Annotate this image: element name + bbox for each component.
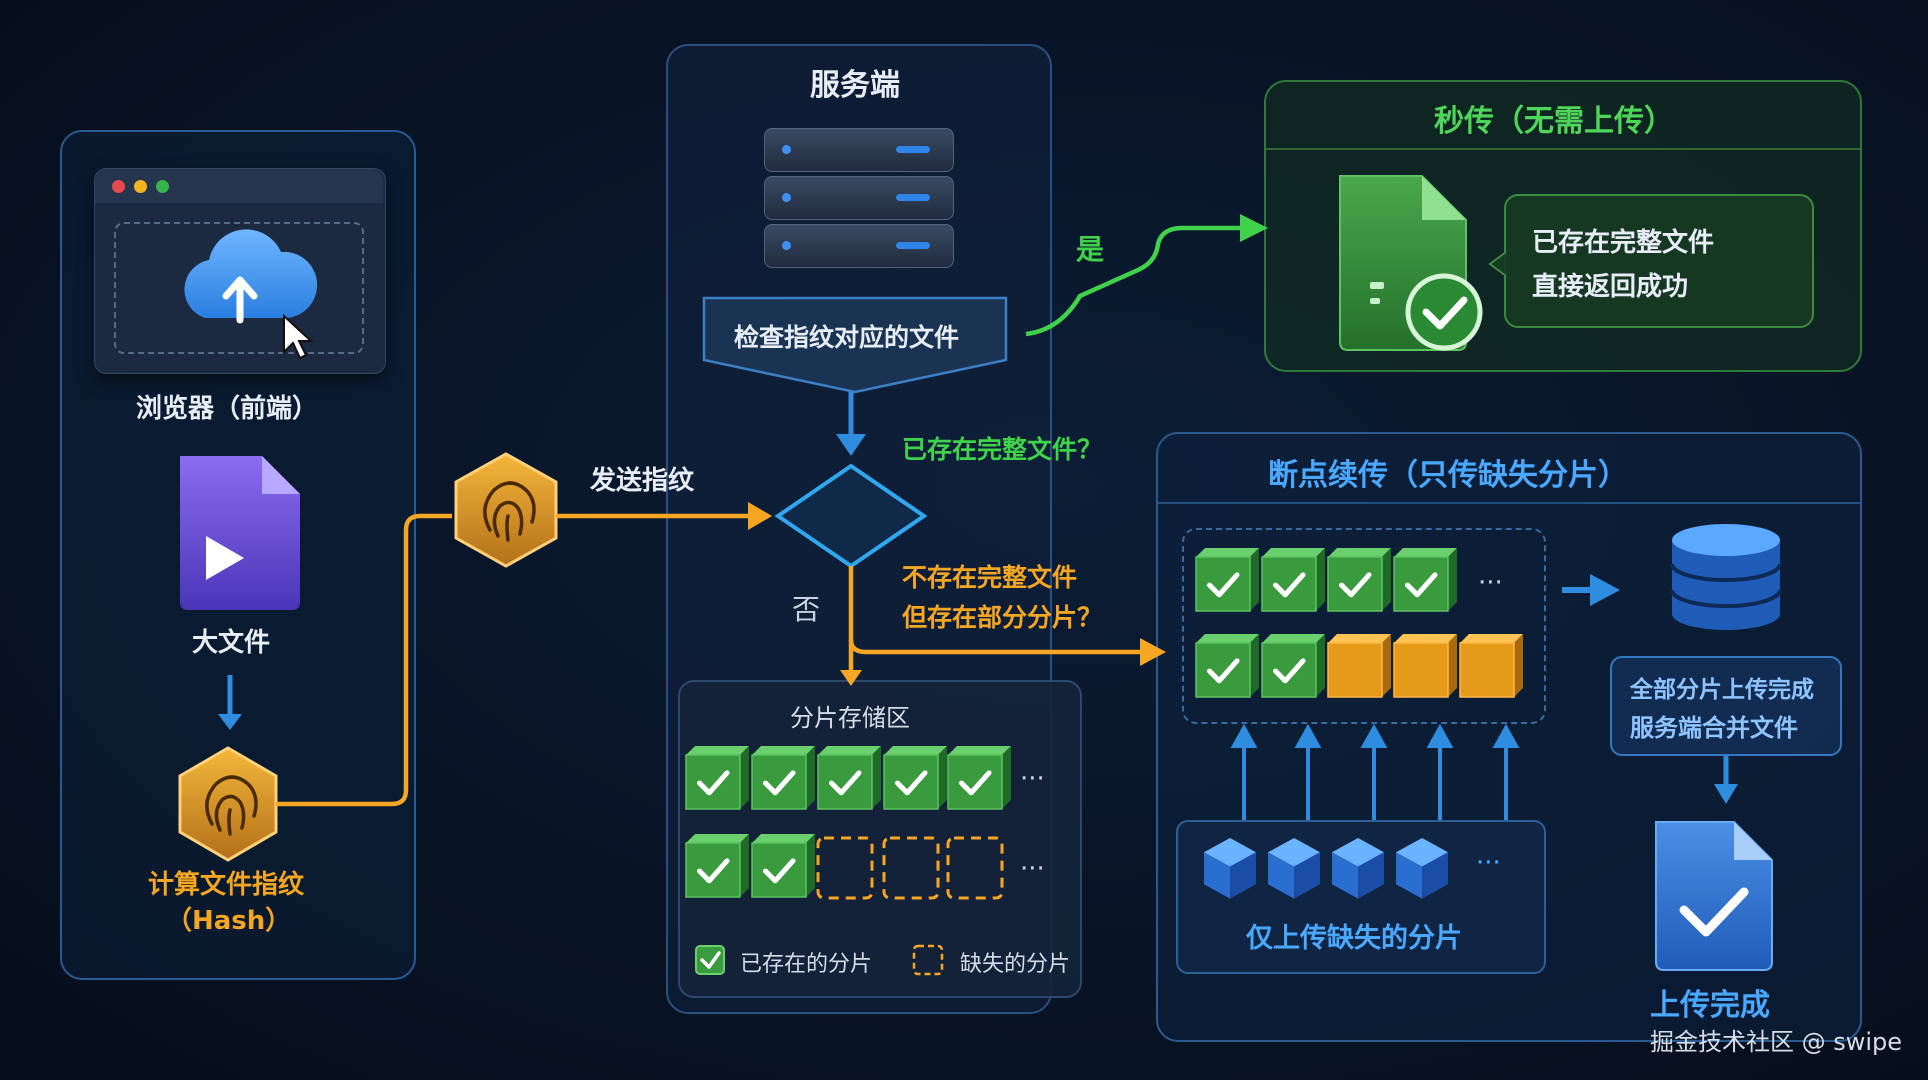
decision-diamond [774, 463, 928, 569]
question-exists: 已存在完整文件？ [902, 435, 1103, 464]
legend-missing-icon [912, 944, 944, 976]
resume-chunk-grid [1195, 548, 1523, 698]
merge-box [1610, 656, 1842, 756]
arrow-check-to-decision [836, 392, 866, 456]
resume-chunk-existing [1327, 548, 1391, 612]
legend-existing-icon [695, 945, 725, 975]
instant-message-box [1504, 194, 1814, 328]
server-title: 服务端 [810, 68, 900, 103]
upload-chunk-cube-icon [1268, 838, 1320, 899]
server-led-3 [782, 241, 791, 250]
resume-title: 断点续传（只传缺失分片） [1268, 458, 1628, 493]
resume-chunk-existing [1393, 548, 1457, 612]
mouse-cursor-icon [283, 313, 314, 360]
yes-label: 是 [1076, 233, 1105, 266]
merge-line1: 全部分片上传完成 [1630, 677, 1814, 703]
watermark: 掘金技术社区 @ swipe [1650, 1028, 1903, 1056]
send-fingerprint-label: 发送指纹 [590, 466, 695, 496]
arrow-file-to-hash [218, 675, 242, 730]
fingerprint-hash-icon [178, 746, 278, 862]
upload-chunk-cube-icon [1332, 838, 1384, 899]
server-rack-unit-1 [764, 128, 954, 172]
storage-chunk-existing [817, 746, 881, 810]
upload-missing-label: 仅上传缺失的分片 [1246, 923, 1462, 954]
instant-header-divider [1266, 148, 1860, 150]
database-icon [1670, 524, 1782, 630]
storage-chunk-existing [685, 746, 749, 810]
resume-chunk-existing [1195, 548, 1259, 612]
resume-header-divider [1158, 502, 1860, 504]
window-close-dot-icon [112, 180, 125, 193]
hash-label-line1: 计算文件指纹 [148, 870, 305, 900]
upload-chunk-cube-icon [1396, 838, 1448, 899]
upload-chunk-cube-icon [1204, 838, 1256, 899]
resume-chunk-missing [1393, 634, 1457, 698]
dropzone[interactable] [114, 222, 364, 354]
check-label: 检查指纹对应的文件 [734, 323, 960, 352]
video-file-icon [180, 456, 300, 610]
arrow-merge-to-done [1714, 756, 1738, 804]
arrow-no-branch [840, 566, 1166, 686]
complete-file-icon [1339, 175, 1483, 351]
cloud-upload-icon [184, 229, 318, 324]
upload-up-arrows [1230, 723, 1520, 820]
no-label: 否 [792, 593, 821, 626]
storage-title: 分片存储区 [790, 704, 910, 732]
storage-chunk-existing [685, 834, 749, 898]
window-minimize-dot-icon [134, 180, 147, 193]
upload-cube-row [1204, 838, 1448, 899]
connector-hash-to-send [276, 513, 452, 807]
storage-chunk-existing [947, 746, 1011, 810]
upload-complete-file-icon [1655, 821, 1773, 971]
merge-line2: 服务端合并文件 [1630, 714, 1798, 742]
instant-message-line2: 直接返回成功 [1532, 272, 1689, 302]
storage-chunk-missing [816, 836, 874, 900]
legend-missing-label: 缺失的分片 [960, 952, 1071, 977]
resume-chunk-existing [1261, 548, 1325, 612]
resume-chunk-existing [1195, 634, 1259, 698]
speech-pointer [1488, 251, 1507, 277]
server-led-1 [782, 145, 791, 154]
storage-chunk-grid [685, 746, 1011, 900]
server-bar-2 [896, 194, 930, 201]
storage-ellipsis-row2: ··· [1020, 854, 1045, 884]
server-bar-1 [896, 146, 930, 153]
big-file-label: 大文件 [192, 628, 271, 658]
storage-chunk-missing [882, 836, 940, 900]
upload-ellipsis-row: ··· [1476, 848, 1501, 878]
resume-chunk-existing [1261, 634, 1325, 698]
server-bar-3 [896, 242, 930, 249]
storage-chunk-missing [946, 836, 1004, 900]
arrow-send-to-decision [556, 502, 772, 530]
resume-chunk-missing [1327, 634, 1391, 698]
arrow-yes-branch [1025, 214, 1268, 337]
storage-chunk-existing [751, 746, 815, 810]
storage-chunk-existing [883, 746, 947, 810]
storage-chunk-existing [751, 834, 815, 898]
storage-ellipsis-row1: ··· [1020, 764, 1045, 794]
resume-chunk-missing [1459, 634, 1523, 698]
instant-title: 秒传（无需上传） [1434, 104, 1674, 139]
question-partial-line1: 不存在完整文件 [902, 563, 1078, 592]
browser-label: 浏览器（前端） [136, 394, 319, 424]
done-label: 上传完成 [1650, 988, 1770, 1023]
fingerprint-send-icon [454, 452, 558, 568]
hash-label-line2: （Hash） [166, 906, 292, 936]
server-led-2 [782, 193, 791, 202]
arrow-chunks-to-database [1562, 574, 1620, 606]
resume-chunk-frame [1182, 528, 1546, 724]
resume-ellipsis-row: ··· [1478, 568, 1503, 598]
question-partial-line2: 但存在部分分片？ [902, 603, 1103, 632]
legend-existing-label: 已存在的分片 [740, 952, 873, 977]
instant-message-line1: 已存在完整文件 [1532, 228, 1715, 258]
window-maximize-dot-icon [156, 180, 169, 193]
